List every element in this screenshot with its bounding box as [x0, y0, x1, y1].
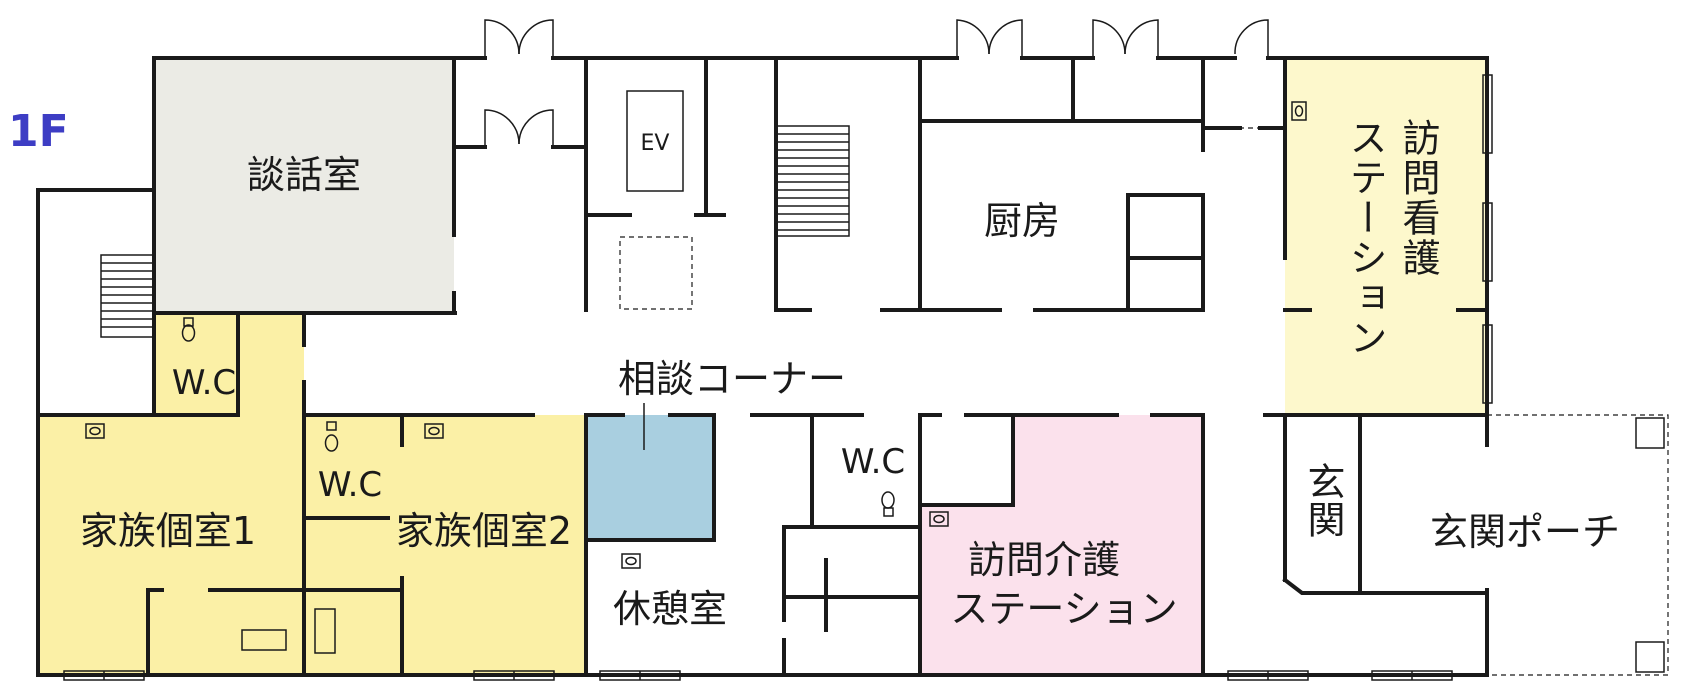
outer-walls — [36, 56, 1489, 677]
room-label-wc-1: W.C — [172, 363, 236, 403]
elevator-label: EV — [641, 131, 670, 156]
windows — [63, 74, 1493, 681]
bathtub-icon — [241, 629, 287, 651]
room-label-wc-2: W.C — [318, 465, 382, 505]
room-label-soudan: 相談コーナー — [618, 357, 846, 401]
room-family-1-fill — [38, 415, 304, 675]
doors — [484, 19, 1269, 147]
room-label-genkan: 玄関 — [1301, 462, 1345, 538]
room-wc-1-fill — [154, 313, 304, 415]
room-family-2-fill — [304, 415, 586, 675]
bathtub-icon — [314, 608, 336, 654]
toilet-icon — [181, 317, 196, 342]
room-label-kango-2: ステーション — [1343, 118, 1387, 358]
room-label-porch: 玄関ポーチ — [1430, 510, 1620, 554]
porch-outline — [1487, 414, 1669, 676]
toilet-icon — [881, 491, 895, 517]
double-door-icon — [484, 19, 554, 58]
sink-icon — [85, 423, 105, 439]
double-door-icon — [956, 19, 1023, 58]
door-icon — [1234, 19, 1269, 58]
sink-icon — [621, 553, 641, 569]
sink-icon — [929, 511, 949, 527]
stairs-icon — [775, 125, 850, 237]
double-door-icon — [1092, 19, 1159, 58]
pillar-icon — [1635, 417, 1665, 449]
sink-icon — [424, 423, 444, 439]
stairs-icon — [100, 254, 154, 338]
room-label-danwa: 談話室 — [247, 153, 361, 197]
floor-label: 1F — [8, 106, 69, 157]
room-label-kaigo-1: 訪問介護 — [968, 538, 1120, 582]
ev-dashed-area — [619, 236, 693, 310]
room-blue-fill — [586, 415, 714, 540]
elevator-box — [626, 90, 684, 192]
room-danwa-fill — [154, 58, 454, 313]
room-label-kango-1: 訪問看護 — [1396, 118, 1440, 278]
fixtures — [85, 101, 1665, 673]
room-label-kyukei: 休憩室 — [613, 587, 727, 631]
room-label-chubo: 厨房 — [984, 199, 1060, 243]
toilet-icon — [324, 421, 339, 452]
interior-walls — [36, 56, 1489, 677]
room-kaigo-fill — [920, 415, 1203, 675]
room-kango-fill — [1285, 58, 1487, 415]
room-label-family-2: 家族個室2 — [396, 509, 572, 553]
room-label-kaigo-2: ステーション — [950, 587, 1177, 631]
room-label-family-1: 家族個室1 — [80, 509, 256, 553]
pillar-icon — [1635, 641, 1665, 673]
sink-icon — [1291, 101, 1307, 121]
double-door-icon — [484, 109, 554, 147]
room-label-wc-3: W.C — [841, 442, 905, 482]
